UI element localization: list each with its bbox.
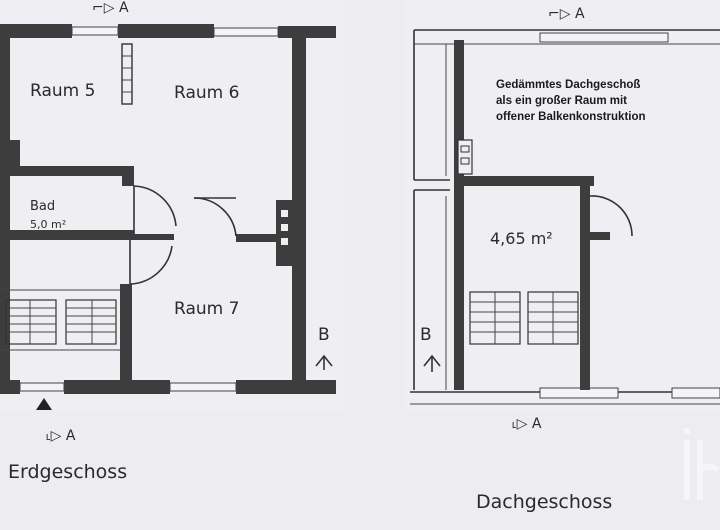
wall-top-mid [118, 24, 214, 38]
ground-floor-title: Erdgeschoss [8, 461, 127, 483]
label-raum5: Raum 5 [30, 81, 95, 101]
attic-area-label: 4,65 m² [490, 229, 553, 248]
wall-stair-right [120, 284, 132, 384]
wall-stub-1 [122, 166, 134, 186]
watermark-logo [684, 428, 720, 500]
attic-section-marker-top: ⌐▷ A [548, 6, 585, 22]
chimney-right [276, 200, 294, 266]
stair-left [5, 299, 57, 345]
ground-floor-plan: Raum 5 Raum 6 Raum 7 Bad 5,0 m² ⌐▷ A ˪▷ … [0, 0, 336, 483]
wall-interior-2b [134, 234, 174, 240]
attic-wall-vertical [454, 40, 464, 390]
attic-door [589, 195, 633, 237]
attic-window-bottom [539, 387, 619, 399]
label-bath-area: 5,0 m² [30, 218, 66, 231]
wall-interior-3 [236, 234, 292, 242]
entrance-opening [19, 382, 65, 392]
section-marker-top: ⌐▷ A [92, 0, 129, 16]
section-marker-side: B [318, 325, 330, 345]
entrance-arrow [36, 398, 52, 410]
wall-top-left [0, 24, 72, 38]
attic-section-marker-side: B [420, 325, 432, 345]
chimney-column [121, 43, 133, 105]
attic-floor-title: Dachgeschoss [476, 491, 612, 513]
door-hall [129, 245, 173, 285]
sheet-right [405, 0, 720, 410]
label-raum6: Raum 6 [174, 83, 239, 103]
wall-right [292, 26, 306, 386]
attic-side-arrow [423, 354, 441, 372]
wall-top-right [278, 26, 336, 38]
attic-wall-stair [580, 186, 590, 390]
attic-window-top [539, 32, 669, 43]
attic-wall-horizontal [454, 176, 594, 186]
section-marker-bottom: ˪▷ A [46, 428, 76, 444]
attic-note-line2: als ein großer Raum mit [496, 95, 627, 107]
attic-note-line1: Gedämmtes Dachgeschoß [496, 79, 640, 91]
label-raum7: Raum 7 [174, 299, 239, 319]
wall-interior-1 [0, 166, 134, 176]
wall-bottom-mid [64, 380, 170, 394]
attic-note-line3: offener Balkenkonstruktion [496, 111, 646, 123]
window-top-left [71, 26, 119, 36]
attic-stair-right [527, 291, 579, 345]
attic-chimney [457, 139, 473, 175]
window-top-right [213, 27, 279, 37]
label-bath: Bad [30, 199, 55, 214]
attic-section-marker-bottom: ˪▷ A [512, 416, 542, 432]
stair-right [65, 299, 117, 345]
wall-left [0, 24, 10, 394]
attic-stair-left [469, 291, 521, 345]
side-arrow [315, 354, 333, 370]
door-raum7 [193, 197, 237, 237]
wall-bottom-right [236, 380, 336, 394]
wall-stub-left [0, 140, 20, 170]
wall-bottom-left [0, 380, 20, 394]
attic-floor-plan: Gedämmtes Dachgeschoß als ein großer Rau… [410, 6, 720, 513]
wall-interior-2 [0, 230, 134, 240]
window-bottom [169, 382, 237, 392]
door-bath [133, 185, 177, 227]
